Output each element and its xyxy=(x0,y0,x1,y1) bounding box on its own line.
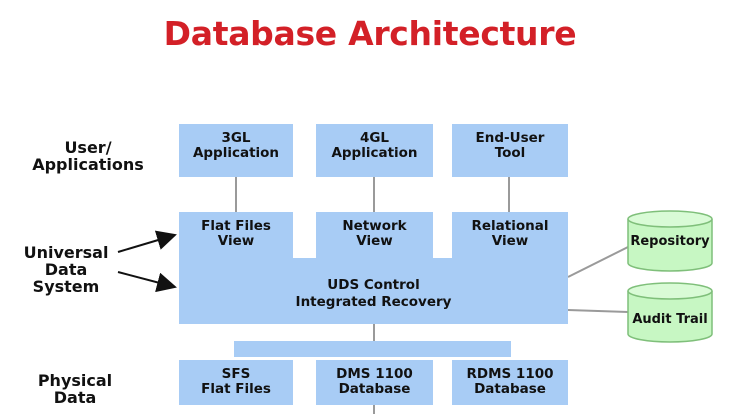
repository-label: Repository xyxy=(630,234,710,249)
uds-control-line1: UDS Control xyxy=(327,277,420,293)
physical-rdms-box: RDMS 1100 Database xyxy=(452,360,568,405)
arrow-to-uds xyxy=(117,271,177,293)
storage-bus-bar xyxy=(234,341,511,357)
view-relational-box: Relational View xyxy=(452,212,568,260)
uds-control-box: UDS Control Integrated Recovery xyxy=(179,258,568,324)
connector-repository xyxy=(567,246,629,278)
view-network-box: Network View xyxy=(316,212,433,260)
arrow-to-views xyxy=(117,230,177,253)
app-3gl-box: 3GL Application xyxy=(179,124,293,177)
physical-sfs-box: SFS Flat Files xyxy=(179,360,293,405)
app-enduser-box: End-User Tool xyxy=(452,124,568,177)
uds-control-line2: Integrated Recovery xyxy=(295,294,452,310)
connector-audit xyxy=(567,309,629,313)
page-title: Database Architecture xyxy=(163,14,577,53)
physical-dms-box: DMS 1100 Database xyxy=(316,360,433,405)
user-applications-label: User/ Applications xyxy=(32,138,144,174)
audit-trail-label: Audit Trail xyxy=(632,312,708,327)
app-4gl-box: 4GL Application xyxy=(316,124,433,177)
view-flatfiles-box: Flat Files View xyxy=(179,212,293,260)
audit-trail-cylinder xyxy=(627,282,713,343)
repository-cylinder xyxy=(627,210,713,272)
universal-data-system-label: Universal Data System xyxy=(23,243,109,296)
physical-data-label: Physical Data xyxy=(37,371,113,407)
